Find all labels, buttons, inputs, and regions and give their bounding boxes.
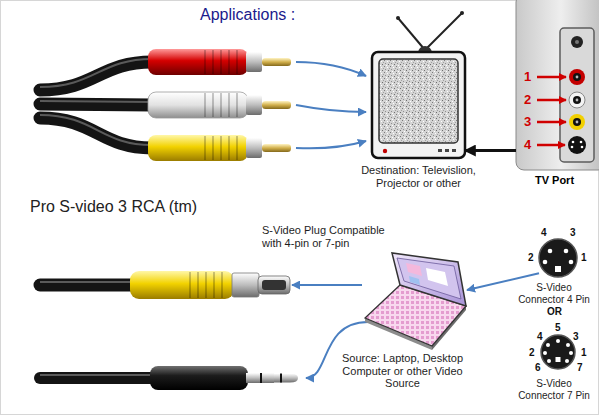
- signal-arrow: [292, 284, 362, 286]
- pin-number: 4: [541, 227, 547, 239]
- node-caption: Destination: Televislion, Projector or o…: [358, 164, 479, 189]
- node-caption: S-Video Plug Compatible with 4-pin or 7-…: [262, 224, 388, 249]
- node-caption: TV Port: [513, 174, 596, 187]
- s-video-7-pin-connector: [541, 335, 575, 369]
- tv-port-panel: [516, 0, 599, 170]
- diagram-title: Applications :: [200, 6, 295, 24]
- pin-number: 6: [535, 362, 541, 374]
- callout-number: 3: [524, 115, 531, 130]
- node-caption: S-Video Connector 7 Pin: [512, 378, 596, 401]
- tv-set: [372, 11, 465, 158]
- signal-arrows: [296, 62, 366, 148]
- rca-cable: [40, 49, 291, 161]
- pin-number: 1: [581, 347, 587, 359]
- node-caption: S-Video Connector 4 Pin: [512, 282, 596, 305]
- signal-arrow: [465, 149, 516, 152]
- pin-number: 7: [577, 362, 583, 374]
- product-name: Pro S-video 3 RCA (tm): [30, 198, 197, 216]
- audio-jack-cable: [40, 366, 298, 390]
- pin-number: 2: [529, 347, 535, 359]
- callout-number: 4: [524, 138, 531, 153]
- laptop-node: Source: Laptop, Desktop Computer or othe…: [362, 252, 467, 348]
- pin-number: 3: [570, 227, 576, 239]
- pin-number: 3: [573, 331, 579, 343]
- or-note: OR: [547, 306, 562, 318]
- tv-node: Destination: Televislion, Projector or o…: [372, 52, 465, 158]
- node-caption: Source: Laptop, Desktop Computer or othe…: [330, 352, 475, 390]
- signal-arrow: [467, 273, 539, 290]
- laptop: [365, 253, 466, 350]
- connector-4-pin: S-Video Connector 4 Pin: [539, 239, 577, 277]
- pin-number: 4: [537, 331, 543, 343]
- connector-7-pin: S-Video Connector 7 Pin: [541, 335, 575, 369]
- s-video-cable: [40, 271, 290, 299]
- callout-number: 1: [524, 70, 531, 85]
- pin-number: 5: [555, 322, 561, 334]
- pin-number: 2: [528, 252, 534, 264]
- s-video-plug: S-Video Plug Compatible with 4-pin or 7-…: [232, 268, 292, 302]
- pin-number: 1: [581, 252, 587, 264]
- callout-number: 2: [524, 93, 531, 108]
- s-video-4-pin-connector: [539, 239, 577, 277]
